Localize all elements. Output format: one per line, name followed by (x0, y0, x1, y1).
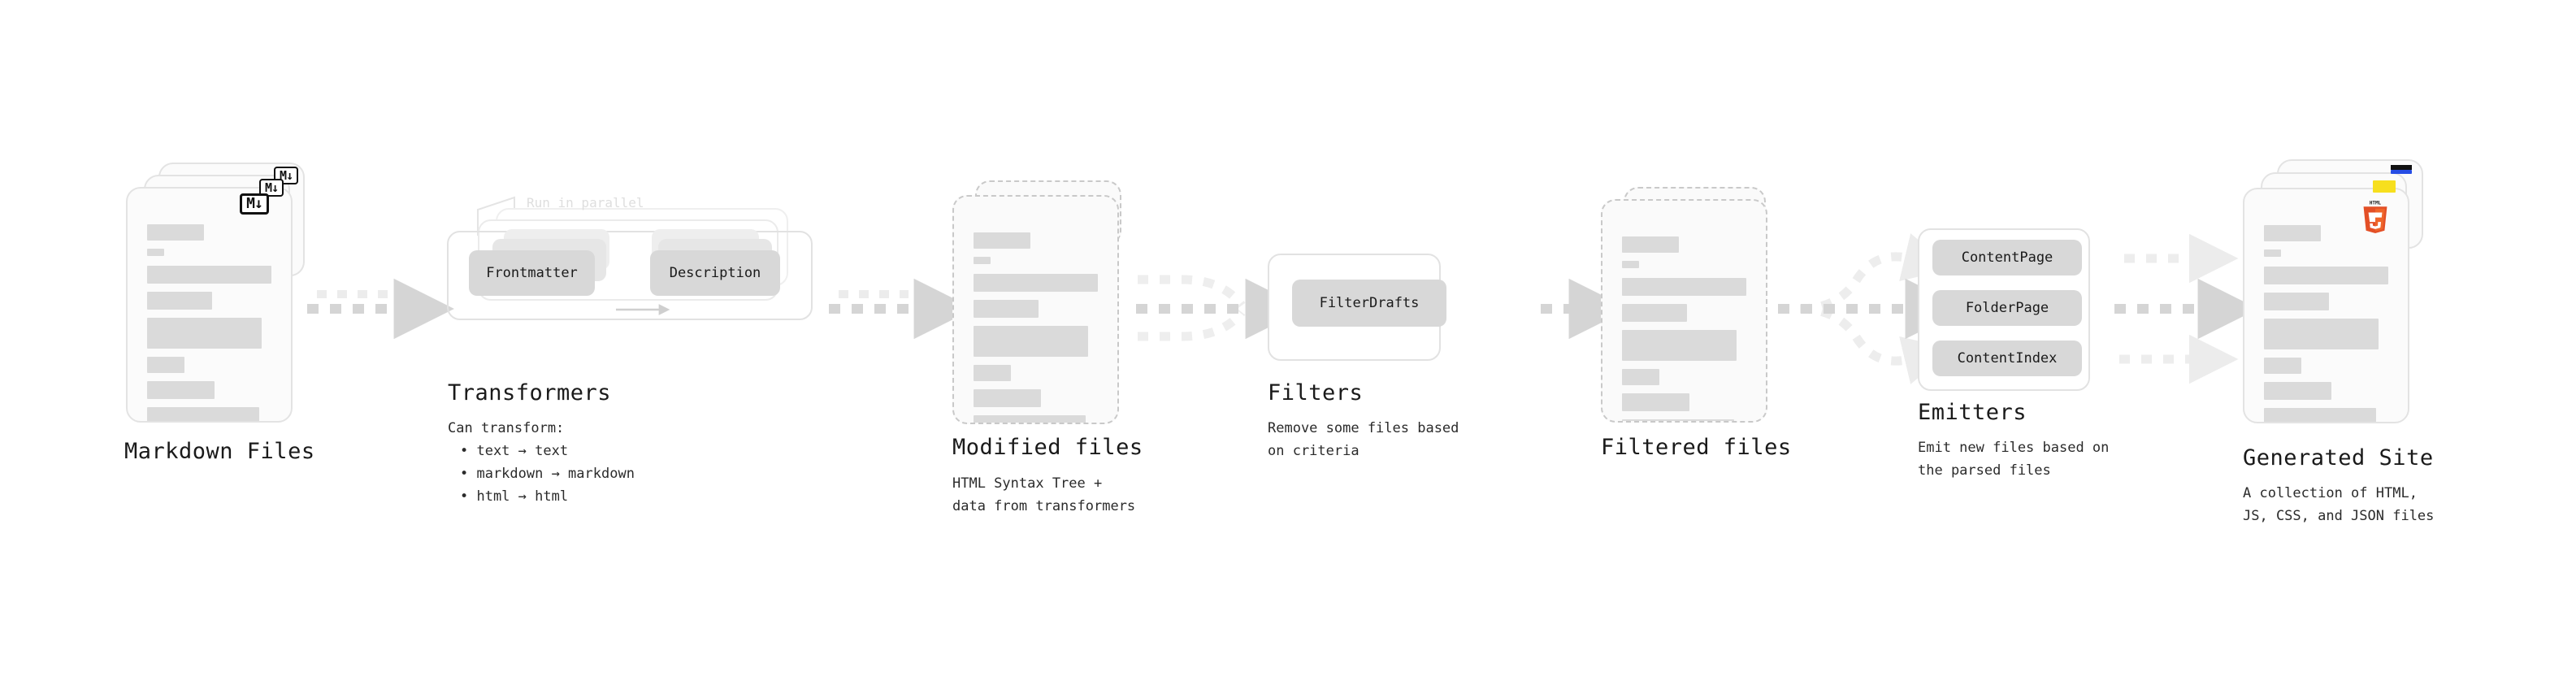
stage-modified-files (952, 180, 1131, 424)
content-line (974, 326, 1088, 357)
content-line (974, 415, 1086, 423)
caption-emitters: Emitters (1918, 400, 2027, 425)
content-line (974, 300, 1039, 318)
arrow-emitters-to-generated (2114, 233, 2258, 384)
content-line (147, 381, 215, 399)
content-line (1622, 304, 1687, 322)
content-line (974, 232, 1031, 249)
content-line (147, 266, 271, 284)
caption-filtered-files: Filtered files (1601, 435, 1792, 460)
generated-description-line-1: JS, CSS, and JSON files (2243, 508, 2435, 524)
content-line (2264, 382, 2331, 400)
content-line (2264, 408, 2376, 422)
chip-filterdrafts[interactable]: FilterDrafts (1292, 280, 1446, 327)
content-line (147, 357, 184, 373)
content-line (974, 389, 1041, 407)
stage-generated-site: HTML (2243, 159, 2430, 423)
generated-content-lines (2264, 225, 2388, 422)
arrow-markdown-to-transformers (307, 278, 454, 340)
js-badge (2373, 180, 2396, 193)
content-line (1622, 393, 1689, 411)
content-line (147, 292, 212, 310)
html5-logo-icon: HTML (2363, 201, 2387, 233)
caption-generated-site: Generated Site (2243, 445, 2434, 471)
arrow-filtered-to-emitters (1778, 233, 1966, 384)
svg-text:HTML: HTML (2370, 201, 2382, 206)
content-line (1622, 369, 1659, 385)
transformers-box-front (447, 231, 813, 320)
chip-folderpage[interactable]: FolderPage (1932, 290, 2082, 326)
generated-description-line-0: A collection of HTML, (2243, 485, 2418, 501)
content-line (1622, 261, 1640, 268)
stage-filtered-files (1601, 187, 1780, 431)
filtered-content-lines (1622, 236, 1746, 421)
css-badge (2391, 165, 2412, 174)
emitters-description-line-0: Emit new files based on (1918, 440, 2110, 456)
content-line (147, 407, 259, 421)
content-line (147, 224, 205, 241)
content-line (974, 365, 1011, 381)
chip-frontmatter[interactable]: Frontmatter (469, 250, 595, 296)
chip-contentindex[interactable]: ContentIndex (1932, 340, 2082, 376)
content-line (1622, 278, 1746, 296)
emitters-description-line-1: the parsed files (1918, 462, 2051, 479)
caption-filters: Filters (1268, 380, 1364, 406)
content-line (2264, 319, 2379, 349)
arrow-modified-to-filters (1136, 275, 1306, 341)
caption-transformers: Transformers (448, 380, 612, 406)
label-run-in-parallel: Run in parallel (527, 195, 644, 210)
markdown-badge-back-1: M↓ (259, 179, 284, 197)
content-line (2264, 249, 2282, 257)
content-line (974, 274, 1098, 292)
transformers-description-heading: Can transform: (448, 420, 565, 436)
content-line (1622, 236, 1680, 253)
caption-markdown-files: Markdown Files (124, 439, 315, 464)
content-line (2264, 293, 2329, 310)
content-line (1622, 419, 1734, 421)
modified-description-line-1: data from transformers (952, 498, 1136, 514)
chip-description[interactable]: Description (650, 250, 780, 296)
transformers-description-item-2: • html → html (460, 488, 569, 505)
content-line (2264, 267, 2388, 284)
arrow-transformers-to-modified (829, 278, 974, 340)
modified-sheet-front (952, 195, 1119, 424)
modified-content-lines (974, 232, 1098, 423)
markdown-sheet-front (126, 187, 293, 423)
transformers-description-item-1: • markdown → markdown (460, 466, 635, 482)
content-line (147, 318, 262, 349)
html5-badge: HTML (2359, 199, 2392, 235)
caption-modified-files: Modified files (952, 435, 1143, 460)
css-badge-cap (2391, 165, 2412, 170)
markdown-content-lines (147, 224, 271, 421)
stage-markdown-files: M↓ M↓ M↓ (126, 163, 305, 423)
chip-contentpage[interactable]: ContentPage (1932, 240, 2082, 275)
content-line (2264, 358, 2301, 374)
content-line (2264, 225, 2322, 241)
modified-description-line-0: HTML Syntax Tree + (952, 475, 1103, 492)
filters-description-line-0: Remove some files based (1268, 420, 1459, 436)
content-line (974, 257, 991, 264)
content-line (147, 249, 165, 256)
content-line (1622, 330, 1737, 361)
stage-transformers: x x Frontmatter x x Description (447, 208, 829, 320)
markdown-badge-front: M↓ (240, 193, 269, 215)
transformers-description-item-0: • text → text (460, 443, 569, 459)
filtered-sheet-front (1601, 199, 1767, 423)
filters-description-line-1: on criteria (1268, 443, 1360, 459)
